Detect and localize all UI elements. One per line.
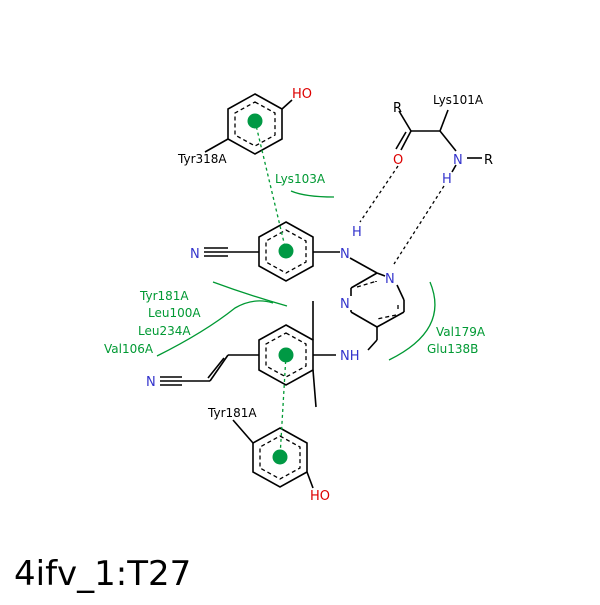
hydrophobic-arc-lys103 bbox=[290, 190, 335, 198]
hydrophobic-arc-right bbox=[388, 281, 436, 361]
atom-oh-tyr181: HO bbox=[310, 489, 330, 504]
residue-tyr181-hydrophobic: Tyr181A bbox=[139, 289, 189, 303]
atom-n-nitrile-bottom: N bbox=[146, 375, 156, 390]
residue-val179: Val179A bbox=[436, 325, 486, 339]
atom-r1-lys101: R bbox=[393, 101, 402, 116]
hbond-o-h bbox=[359, 165, 399, 223]
pyrimidine-ring bbox=[349, 257, 405, 351]
atom-n1-pyrimidine: N bbox=[385, 272, 395, 287]
atom-h-lys101: H bbox=[442, 172, 452, 187]
atom-n3-pyrimidine: N bbox=[340, 297, 350, 312]
hydrophobic-arc-left-top bbox=[212, 281, 288, 307]
residue-leu234: Leu234A bbox=[138, 324, 191, 338]
ring-centroid-top bbox=[278, 243, 294, 259]
atom-oh-tyr318: HO bbox=[292, 87, 312, 102]
ring-centroid-tyr181 bbox=[272, 449, 288, 465]
residue-val106: Val106A bbox=[104, 342, 154, 356]
residue-tyr181-stack: Tyr181A bbox=[207, 406, 257, 420]
atom-r2-lys101: R bbox=[484, 153, 493, 168]
residue-glu138: Glu138B bbox=[427, 342, 478, 356]
ring-centroid-tyr318 bbox=[247, 113, 263, 129]
page-title: 4ifv_1:T27 bbox=[14, 554, 191, 594]
ring-centroid-middle bbox=[278, 347, 294, 363]
lys101-fragment bbox=[395, 109, 482, 173]
tyr318-ring bbox=[204, 93, 293, 155]
hbond-h-n bbox=[393, 185, 445, 265]
ligand-top-ring bbox=[204, 221, 340, 282]
atom-h-amine-top: H bbox=[352, 225, 362, 240]
hydrophobic-arc-left-bottom bbox=[156, 300, 274, 357]
pi-stack-top bbox=[254, 120, 287, 252]
residue-leu100: Leu100A bbox=[148, 306, 201, 320]
pi-stack-bottom bbox=[279, 354, 287, 458]
residue-lys101: Lys101A bbox=[433, 93, 484, 107]
tyr181-ring bbox=[232, 419, 314, 489]
atom-o-lys101: O bbox=[393, 153, 403, 168]
ligand-middle-ring bbox=[160, 301, 336, 408]
atom-nh-bottom: NH bbox=[340, 349, 360, 364]
residue-tyr318: Tyr318A bbox=[177, 152, 227, 166]
residue-lys103: Lys103A bbox=[275, 172, 326, 186]
atom-n-nitrile-top: N bbox=[190, 247, 200, 262]
atom-n-amine-top: N bbox=[340, 247, 350, 262]
atom-n-lys101: N bbox=[453, 153, 463, 168]
